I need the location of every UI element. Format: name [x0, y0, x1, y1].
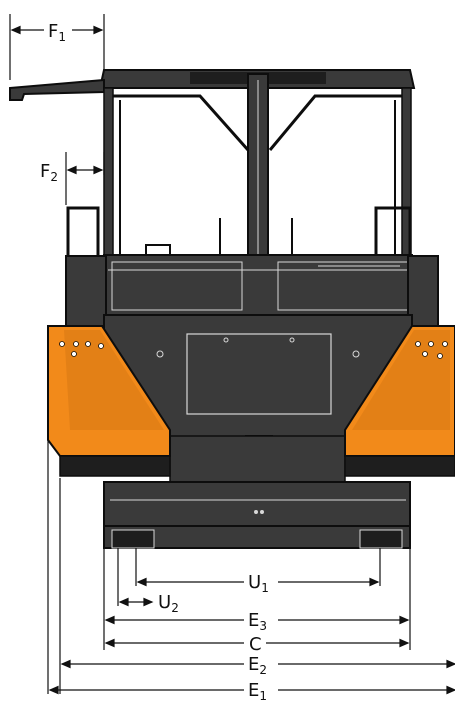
label-U1: U1 — [248, 572, 269, 595]
push-roller-beam — [169, 435, 346, 485]
label-E1: E1 — [248, 680, 267, 702]
label-C: C — [249, 634, 262, 655]
handrail-right — [374, 206, 412, 258]
label-E3: E3 — [248, 610, 267, 633]
dimension-labels: F1 F2 U1 U2 E3 C E2 E1 — [40, 21, 269, 702]
label-F1: F1 — [48, 21, 66, 44]
paver-machine — [9, 69, 455, 549]
crawler-right — [359, 529, 403, 549]
dimension-lines — [9, 14, 455, 695]
label-E2: E2 — [248, 654, 267, 677]
canopy-brace-right — [268, 94, 402, 151]
screed-base — [103, 525, 411, 549]
handle-left — [145, 244, 171, 256]
side-step-left — [65, 255, 107, 327]
engine-hood-panel — [186, 333, 332, 415]
canopy-post-left — [103, 87, 114, 261]
operator-platform — [103, 254, 413, 316]
screed — [103, 481, 411, 527]
crawler-left — [111, 529, 155, 549]
hopper-skirt-right — [344, 455, 455, 477]
hopper-skirt-left — [59, 455, 171, 477]
label-U2: U2 — [158, 592, 179, 615]
handrail-left — [66, 206, 100, 258]
roof-extension-arm — [9, 78, 105, 101]
canopy-brace-left — [113, 94, 250, 151]
label-F2: F2 — [40, 161, 58, 184]
